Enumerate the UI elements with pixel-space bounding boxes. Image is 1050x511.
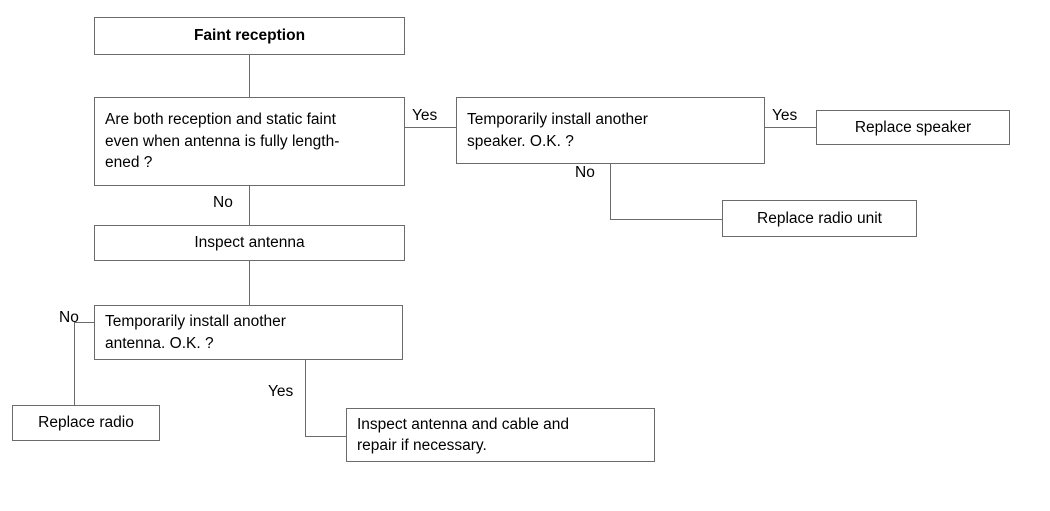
edge-temp-antenna-yes-vertical	[305, 360, 306, 436]
edge-label-question-yes: Yes	[412, 107, 438, 124]
node-temp-antenna: Temporarily install another antenna. O.K…	[94, 305, 403, 360]
node-inspect-cable-line-2: repair if necessary.	[357, 437, 487, 454]
edge-temp-speaker-no-vertical	[610, 164, 611, 219]
node-inspect-cable: Inspect antenna and cable and repair if …	[346, 408, 655, 462]
edge-start-to-question	[249, 55, 250, 97]
node-replace-speaker-label: Replace speaker	[854, 118, 972, 136]
edge-question-no-to-inspect-antenna	[249, 186, 250, 225]
edge-temp-antenna-no-to-replace-radio	[74, 322, 75, 405]
node-start-label: Faint reception	[193, 27, 306, 45]
node-start: Faint reception	[94, 17, 405, 55]
node-replace-radio-unit: Replace radio unit	[722, 200, 917, 237]
node-inspect-antenna: Inspect antenna	[94, 225, 405, 261]
node-temp-speaker-line-2: speaker. O.K. ?	[467, 132, 574, 150]
edge-label-antenna-yes: Yes	[268, 383, 294, 400]
node-temp-antenna-line-2: antenna. O.K. ?	[105, 334, 214, 352]
edge-inspect-antenna-to-temp-antenna	[249, 261, 250, 305]
edge-temp-antenna-yes-to-inspect-cable	[305, 436, 346, 437]
edge-label-speaker-yes: Yes	[772, 107, 798, 124]
edge-temp-antenna-no-horizontal	[74, 322, 94, 323]
node-question-line-1: Are both reception and static faint	[105, 111, 336, 129]
node-replace-radio: Replace radio	[12, 405, 160, 441]
edge-question-yes-to-temp-speaker	[405, 127, 456, 128]
edge-label-question-no: No	[213, 194, 233, 211]
node-temp-antenna-line-1: Temporarily install another	[105, 313, 286, 331]
node-inspect-cable-line-1: Inspect antenna and cable and	[357, 415, 570, 433]
node-question-reception-static: Are both reception and static faint even…	[94, 97, 405, 186]
node-inspect-antenna-label: Inspect antenna	[194, 234, 305, 252]
node-replace-radio-label: Replace radio	[38, 414, 134, 432]
node-question-line-3: ened ?	[105, 154, 153, 172]
node-temp-speaker-line-1: Temporarily install another	[467, 111, 648, 129]
node-replace-radio-unit-label: Replace radio unit	[757, 209, 882, 227]
node-question-line-2: even when antenna is fully length-	[105, 132, 340, 150]
edge-label-antenna-no: No	[59, 309, 79, 326]
edge-label-speaker-no: No	[575, 164, 595, 181]
node-temp-speaker: Temporarily install another speaker. O.K…	[456, 97, 765, 164]
edge-temp-speaker-no-to-replace-radio-unit	[610, 219, 722, 220]
node-replace-speaker: Replace speaker	[816, 110, 1010, 145]
edge-temp-speaker-yes-to-replace-speaker	[765, 127, 816, 128]
